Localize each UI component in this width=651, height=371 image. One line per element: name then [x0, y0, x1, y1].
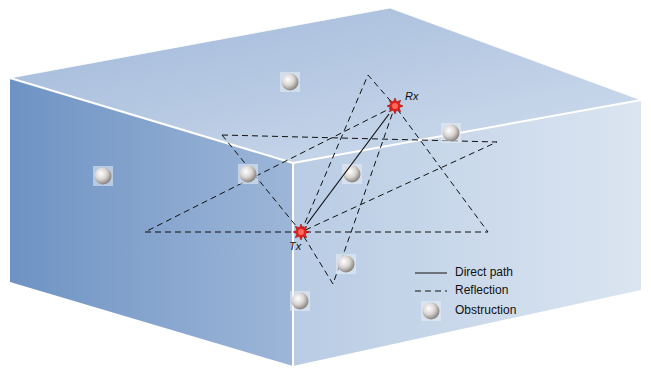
legend-text: Reflection [455, 283, 508, 297]
legend-line [415, 273, 447, 274]
ceiling [10, 8, 641, 163]
room-outline [10, 8, 641, 100]
legend-text: Obstruction [455, 303, 516, 317]
antenna-node: Tx [293, 224, 309, 240]
legend-sphere [421, 301, 441, 321]
antenna-marker [293, 224, 309, 240]
antenna-core [298, 229, 304, 235]
antenna-core [392, 103, 398, 109]
legend-samples [415, 273, 447, 321]
reflection-paths [145, 75, 497, 284]
direct-path [307, 114, 389, 224]
antenna-label: Tx [289, 240, 301, 252]
antenna-node: Rx [387, 98, 403, 114]
room-edges [10, 78, 641, 366]
antenna-marker [387, 98, 403, 114]
legend-line [415, 291, 447, 292]
legend-text: Direct path [455, 265, 513, 279]
obstructions [93, 72, 461, 311]
antenna-star [293, 224, 309, 240]
antenna-label: Rx [405, 90, 418, 102]
antenna-star [387, 98, 403, 114]
